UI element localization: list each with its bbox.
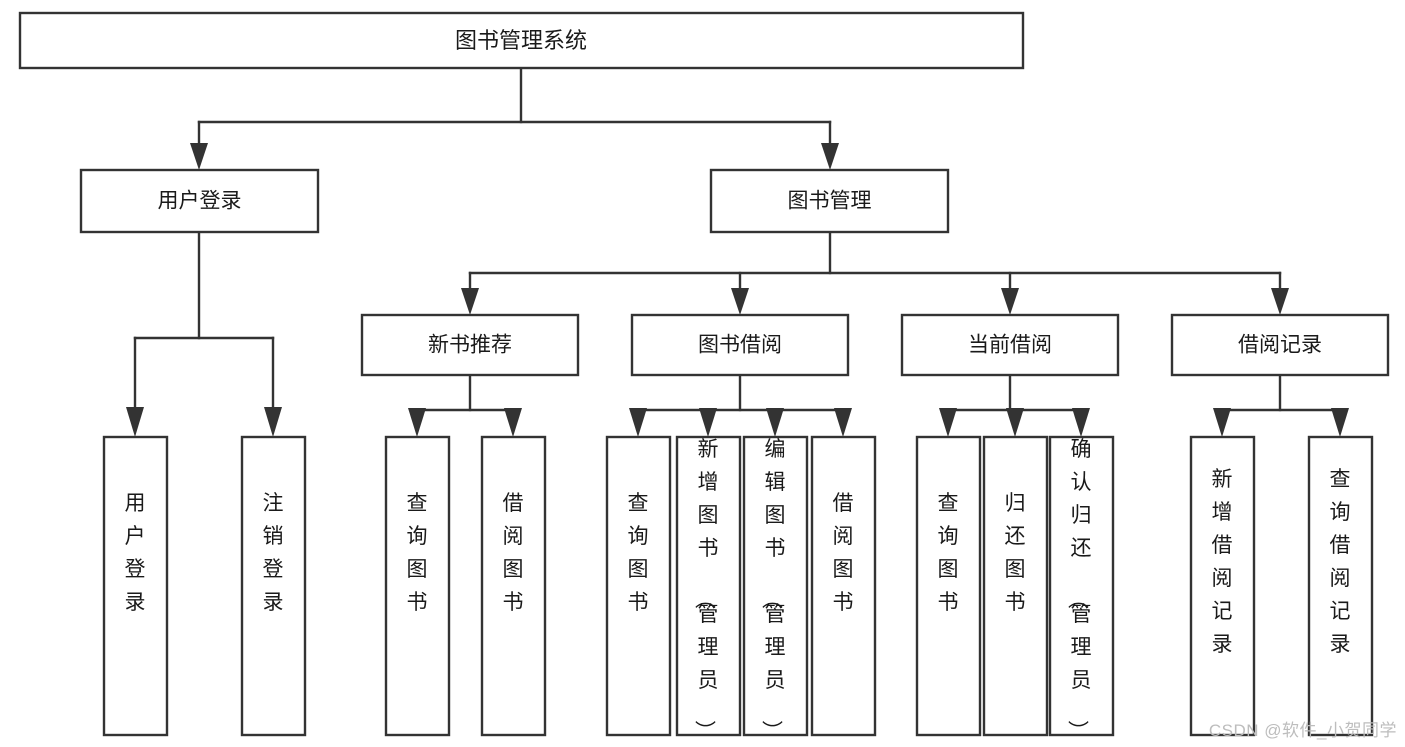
arrowhead-bb-leaf2 [699,408,717,437]
leaf-box[interactable] [240,435,307,737]
arrowhead-nb-leaf2 [504,408,522,437]
leaf-label-borrow-book: 借阅图书 [833,492,854,614]
node-borrow-record[interactable]: 借阅记录 [1170,313,1390,377]
leaf-box[interactable] [810,435,877,737]
leaf-label-add-record: 新增借阅记录 [1212,468,1233,656]
node-leaf-cb-query-book[interactable]: 查询图书 [915,435,982,737]
book-management-box[interactable] [709,168,950,234]
user-login-label: 用户登录 [158,190,242,213]
arrowhead-ul-leaf1 [126,407,144,437]
arrowhead-cb-leaf2 [1006,408,1024,437]
leaf-label-query-record: 查询借阅记录 [1330,468,1351,656]
leaf-label-edit-book: 编辑图书（管理员） [760,438,786,741]
node-leaf-br-query-record[interactable]: 查询借阅记录 [1307,435,1374,737]
arrowhead-ul-leaf2 [264,407,282,437]
arrowhead-new-book [461,288,479,315]
current-borrow-box[interactable] [900,313,1120,377]
leaf-box[interactable] [384,435,451,737]
node-leaf-nb-query-book[interactable]: 查询图书 [384,435,451,737]
leaf-label-user-login: 用户登录 [125,492,146,614]
leaf-box[interactable] [480,435,547,737]
leaf-label-return-book: 归还图书 [1005,492,1026,614]
leaf-label-confirm-return: 确认归还（管理员） [1066,438,1092,741]
node-leaf-br-add-record[interactable]: 新增借阅记录 [1189,435,1256,737]
connector-layer [126,66,1349,437]
book-borrow-box[interactable] [630,313,850,377]
borrow-record-label: 借阅记录 [1238,334,1322,357]
book-borrow-label: 图书借阅 [698,334,782,357]
node-leaf-cb-confirm-return[interactable]: 确认归还（管理员） [1048,435,1115,741]
node-book-borrow[interactable]: 图书借阅 [630,313,850,377]
arrowhead-current-borrow [1001,288,1019,315]
leaf-label-logout: 注销登录 [263,492,284,614]
leaf-label-query-book: 查询图书 [938,492,959,614]
arrowhead-nb-leaf1 [408,408,426,437]
user-login-box[interactable] [79,168,320,234]
leaf-label-query-book: 查询图书 [628,492,649,614]
book-management-label: 图书管理 [788,190,872,213]
arrowhead-borrow-record [1271,288,1289,315]
node-leaf-bb-query-book[interactable]: 查询图书 [605,435,672,737]
new-book-recommend-label: 新书推荐 [428,334,512,357]
new-book-recommend-box[interactable] [360,313,580,377]
leaf-label-add-book: 新增图书（管理员） [693,438,719,741]
root-label: 图书管理系统 [455,28,587,53]
leaf-box[interactable] [675,435,742,737]
arrowhead-br-leaf1 [1213,408,1231,437]
arrowhead-br-leaf2 [1331,408,1349,437]
node-leaf-bb-borrow-book[interactable]: 借阅图书 [810,435,877,737]
arrowhead-cb-leaf3 [1072,408,1090,437]
leaf-box[interactable] [1189,435,1256,737]
leaf-box[interactable] [1307,435,1374,737]
node-user-login[interactable]: 用户登录 [79,168,320,234]
node-root[interactable]: 图书管理系统 [18,11,1025,70]
borrow-record-box[interactable] [1170,313,1390,377]
node-leaf-user-login-logout[interactable]: 注销登录 [240,435,307,737]
node-leaf-bb-add-book[interactable]: 新增图书（管理员） [675,435,742,741]
arrowhead-book-borrow [731,288,749,315]
node-leaf-cb-return-book[interactable]: 归还图书 [982,435,1049,737]
arrowhead-user-login [190,143,208,170]
leaf-label-query-book: 查询图书 [407,492,428,614]
arrowhead-bb-leaf4 [834,408,852,437]
leaf-box[interactable] [102,435,169,737]
node-leaf-nb-borrow-book[interactable]: 借阅图书 [480,435,547,737]
leaf-box[interactable] [605,435,672,737]
root-box[interactable] [18,11,1025,70]
node-leaf-user-login-login[interactable]: 用户登录 [102,435,169,737]
arrowhead-bb-leaf3 [766,408,784,437]
leaf-label-borrow-book: 借阅图书 [503,492,524,614]
node-new-book-recommend[interactable]: 新书推荐 [360,313,580,377]
arrowhead-bb-leaf1 [629,408,647,437]
leaf-box[interactable] [982,435,1049,737]
leaf-box[interactable] [1048,435,1115,737]
node-leaf-bb-edit-book[interactable]: 编辑图书（管理员） [742,435,809,741]
node-book-management[interactable]: 图书管理 [709,168,950,234]
arrowhead-cb-leaf1 [939,408,957,437]
leaf-box[interactable] [915,435,982,737]
leaf-box[interactable] [742,435,809,737]
node-current-borrow[interactable]: 当前借阅 [900,313,1120,377]
current-borrow-label: 当前借阅 [968,334,1052,357]
arrowhead-book-mgmt [821,143,839,170]
